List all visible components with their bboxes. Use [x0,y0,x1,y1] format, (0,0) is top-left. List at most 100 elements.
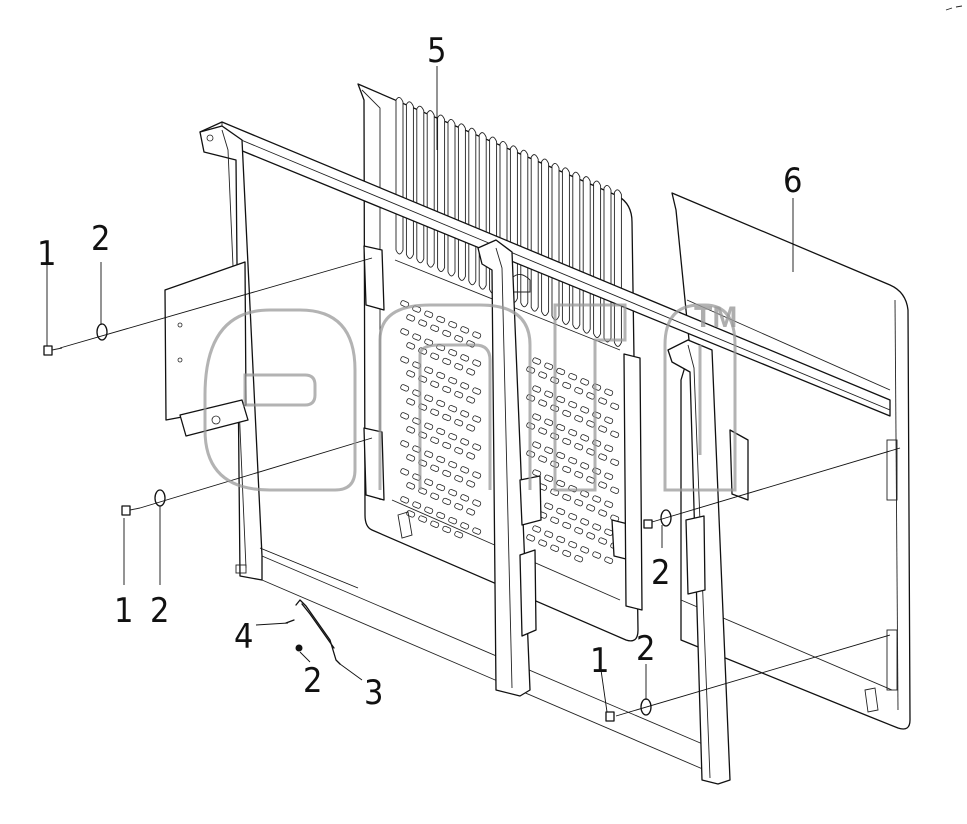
mesh-hole [454,335,464,343]
mesh-hole [406,314,416,322]
mesh-hole [424,422,434,430]
mesh-hole [532,385,542,393]
mesh-hole [598,397,608,405]
mesh-hole [442,497,452,506]
mesh-hole [424,450,434,458]
mesh-hole [466,368,476,376]
mesh-hole [460,494,470,502]
grille-slot [447,119,456,277]
mesh-hole [610,486,620,494]
mesh-hole [466,424,476,432]
mesh-hole [568,401,578,409]
bolt-1-middle [121,505,141,516]
mesh-hole [562,465,572,474]
mesh-hole [448,433,458,441]
mesh-hole [532,469,542,477]
callout-4: 4 [234,617,253,657]
mesh-hole [580,462,590,470]
watermark-tm: TM [694,301,737,334]
grille-slot [582,176,591,334]
mesh-hole [532,441,542,449]
grille-slot [468,127,477,286]
mesh-hole [604,416,614,424]
grille-slot [603,185,612,343]
mesh-perforations [400,300,620,564]
mesh-hole [556,395,566,404]
callout-2-top: 2 [91,219,110,259]
mesh-hole [562,437,572,446]
mesh-hole [556,367,566,376]
mesh-hole [406,398,416,406]
mesh-hole [472,443,482,451]
bolt-1-top [43,345,63,356]
corner-mark [945,5,963,11]
callout-1-bottom: 1 [590,641,609,681]
mesh-hole [424,338,434,346]
mesh-hole [400,468,410,476]
grille-slot [613,189,622,347]
mesh-hole [472,331,482,339]
grille-slot [551,163,560,321]
mesh-hole [556,535,566,544]
mesh-hole [604,444,614,452]
mesh-hole [526,534,536,542]
mesh-hole [598,509,608,517]
mesh-hole [556,479,566,488]
mesh-hole [418,515,428,523]
mesh-hole [430,464,440,472]
mesh-hole [544,530,554,538]
mesh-hole [550,544,560,552]
mesh-hole [532,357,542,365]
mesh-hole [586,532,596,540]
mesh-hole [454,391,464,399]
mesh-hole [430,436,440,444]
mesh-hole [550,516,560,524]
mesh-hole [436,427,446,436]
mesh-hole [454,419,464,427]
mesh-hole [580,434,590,442]
mesh-hole [562,381,572,390]
mesh-hole [610,430,620,438]
mesh-hole [448,321,458,329]
mesh-hole [406,342,416,350]
mesh-hole [556,423,566,432]
mesh-hole [448,377,458,385]
washer-2-middle [154,489,166,507]
mesh-hole [430,492,440,500]
mesh-hole [532,413,542,421]
mesh-hole [424,310,434,318]
mesh-hole [400,412,410,420]
mesh-hole [562,521,572,530]
mesh-hole [574,387,584,395]
mesh-hole [532,525,542,533]
mesh-hole [574,471,584,479]
mesh-hole [574,555,584,563]
mesh-hole [472,471,482,479]
grille-slot [395,97,404,255]
mesh-hole [592,551,602,559]
mesh-hole [562,493,572,502]
mesh-hole [472,359,482,367]
mesh-hole [436,315,446,324]
mesh-hole [454,363,464,371]
mesh-hole [400,440,410,448]
mesh-hole [472,527,482,535]
mesh-hole [580,406,590,414]
mesh-hole [544,362,554,370]
mesh-hole [436,511,446,520]
mesh-hole [412,333,422,341]
mesh-hole [580,546,590,554]
mesh-hole [598,453,608,461]
bolt-1-right [643,519,653,529]
mesh-hole [580,518,590,526]
mesh-hole [568,373,578,381]
grille-slot [572,171,581,330]
mesh-hole [436,399,446,408]
grille-slot [520,149,529,308]
mesh-hole [454,447,464,455]
mesh-hole [448,461,458,469]
callout-1-top: 1 [37,234,56,274]
mesh-hole [472,387,482,395]
mesh-hole [538,371,548,379]
